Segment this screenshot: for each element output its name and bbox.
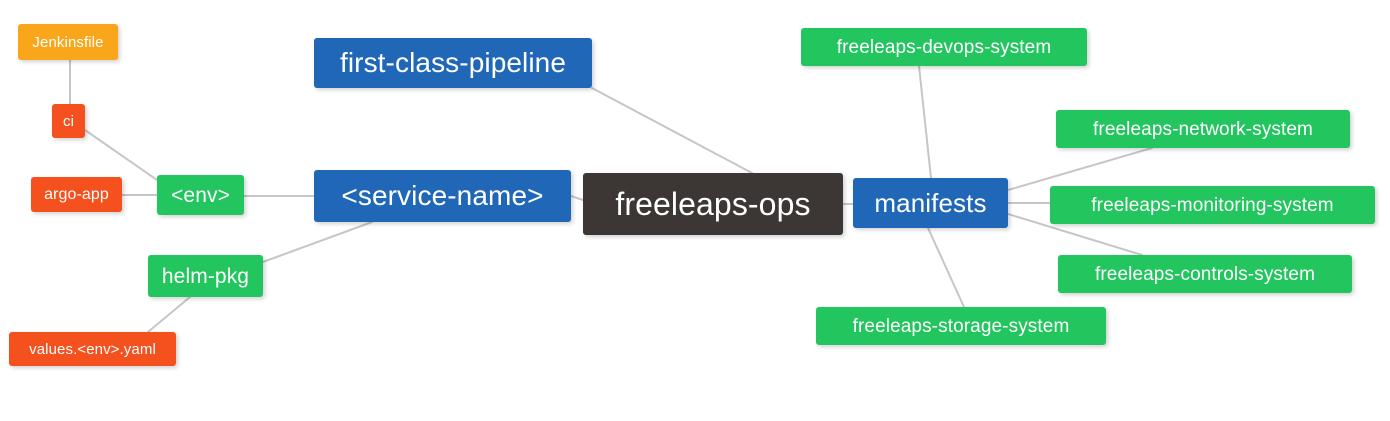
edge-manifests-to-network [1007, 147, 1153, 191]
mindmap-node-helm-pkg[interactable]: helm-pkg [148, 255, 263, 297]
mindmap-node-service-name[interactable]: <service-name> [314, 170, 571, 222]
mindmap-node-argo-app[interactable]: argo-app [31, 177, 122, 212]
edge-pipeline-to-root [591, 87, 753, 174]
mindmap-node-env[interactable]: <env> [157, 175, 244, 215]
edge-manifests-to-controls [1007, 213, 1143, 256]
edge-service-name-to-root [570, 195, 584, 201]
mindmap-node-values-yaml[interactable]: values.<env>.yaml [9, 332, 176, 366]
mindmap-node-network[interactable]: freeleaps-network-system [1056, 110, 1350, 148]
edge-ci-to-env [84, 129, 158, 181]
edge-manifests-to-storage [927, 227, 965, 308]
edge-values-yaml-to-helm-pkg [147, 296, 191, 333]
mindmap-node-devops[interactable]: freeleaps-devops-system [801, 28, 1087, 66]
mindmap-node-monitoring[interactable]: freeleaps-monitoring-system [1050, 186, 1375, 224]
edge-helm-pkg-to-service-name [262, 221, 373, 263]
mindmap-node-ci[interactable]: ci [52, 104, 85, 138]
mindmap-node-root[interactable]: freeleaps-ops [583, 173, 843, 235]
mindmap-node-pipeline[interactable]: first-class-pipeline [314, 38, 592, 88]
mindmap-node-controls[interactable]: freeleaps-controls-system [1058, 255, 1352, 293]
mindmap-node-manifests[interactable]: manifests [853, 178, 1008, 228]
mindmap-node-jenkinsfile[interactable]: Jenkinsfile [18, 24, 118, 60]
mindmap-node-storage[interactable]: freeleaps-storage-system [816, 307, 1106, 345]
edge-manifests-to-devops [918, 65, 932, 179]
